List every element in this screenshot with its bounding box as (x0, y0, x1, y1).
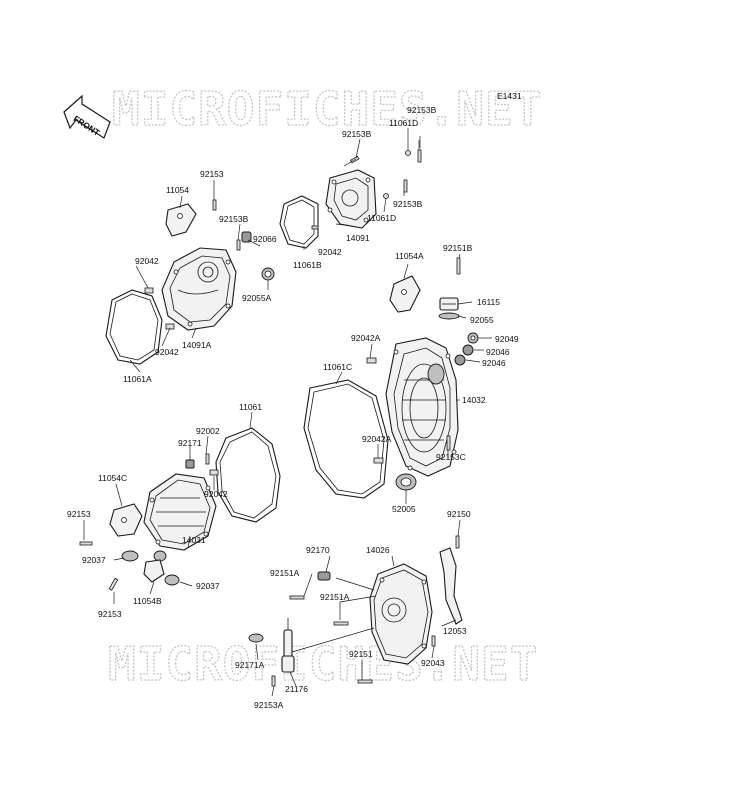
label-11061d-a: 11061D (389, 118, 418, 128)
label-92066: 92066 (253, 234, 277, 244)
label-92046-b: 92046 (482, 358, 506, 368)
label-92151: 92151 (349, 649, 373, 659)
label-21176: 21176 (285, 684, 308, 694)
front-arrow-icon: FRONT (63, 94, 111, 139)
dowels-right (366, 357, 384, 464)
plug-16115 (439, 297, 459, 311)
label-92042-d: 92042 (204, 489, 228, 499)
label-92153-a: 92153 (200, 169, 224, 179)
oring-92055 (438, 312, 460, 320)
label-92042-a: 92042 (318, 247, 342, 257)
label-11054: 11054 (166, 185, 189, 195)
label-92042a-b: 92042A (362, 434, 392, 444)
gasket-11061 (215, 427, 281, 523)
label-11061: 11061 (239, 402, 262, 412)
label-92153b-c: 92153B (219, 214, 249, 224)
label-92153b-a: 92153B (407, 105, 437, 115)
label-92043: 92043 (421, 658, 445, 668)
cover-14032 (385, 337, 459, 477)
gasket-11061a (105, 289, 163, 365)
bracket-11054c (109, 503, 143, 537)
watermark-bottom: MICROFICHES.NET (108, 637, 538, 691)
label-92153b-b: 92153B (342, 129, 372, 139)
switch-21176 (248, 618, 295, 687)
label-14026: 14026 (366, 545, 390, 555)
seal-92055a (261, 267, 275, 281)
dowels-upper-left (144, 287, 175, 330)
gasket-11061b (279, 195, 319, 249)
bolts-top (212, 140, 422, 251)
label-52005: 52005 (392, 504, 416, 514)
label-92153b-d: 92153B (393, 199, 423, 209)
bracket-11054b (143, 559, 165, 583)
label-92037-a: 92037 (82, 555, 106, 565)
ref-code: E1431 (497, 91, 522, 101)
bolt-92151b (456, 257, 461, 275)
label-92170: 92170 (306, 545, 330, 555)
label-92153-c: 92153 (98, 609, 122, 619)
guide-12053 (439, 547, 463, 625)
label-11061a: 11061A (123, 374, 152, 384)
label-92153a: 92153A (254, 700, 284, 710)
cover-14031 (143, 473, 217, 551)
label-92151b: 92151B (443, 243, 473, 253)
label-11054c: 11054C (98, 473, 127, 483)
label-92042-c: 92042 (155, 347, 179, 357)
label-92049: 92049 (495, 334, 519, 344)
label-11061d-b: 11061D (367, 213, 396, 223)
washers-92049-92046 (454, 332, 479, 366)
cover-14091a (161, 247, 237, 331)
seal-52005 (395, 473, 417, 491)
part-labels: 92153B 11061D 92153B 92153 11054 92153B … (67, 105, 519, 710)
bracket-11054a (389, 275, 421, 313)
lower-right-small (289, 535, 460, 684)
label-92042a-a: 92042A (351, 333, 381, 343)
label-11061c: 11061C (323, 362, 352, 372)
label-92002: 92002 (196, 426, 220, 436)
label-92153-b: 92153 (67, 509, 91, 519)
label-16115: 16115 (477, 297, 500, 307)
bolt-92153c (446, 435, 451, 451)
gasket-11061c (303, 379, 389, 499)
label-92151a-a: 92151A (270, 568, 300, 578)
small-parts-left (79, 453, 219, 591)
label-92171: 92171 (178, 438, 202, 448)
label-14091a: 14091A (182, 340, 212, 350)
label-14091: 14091 (346, 233, 370, 243)
label-92055: 92055 (470, 315, 494, 325)
label-14032: 14032 (462, 395, 486, 405)
label-92151a-b: 92151A (320, 592, 350, 602)
grommet-92066 (241, 231, 252, 243)
label-92150: 92150 (447, 509, 471, 519)
label-11061b: 11061B (293, 260, 322, 270)
cover-14091 (325, 169, 377, 229)
label-14031: 14031 (182, 535, 206, 545)
label-92042-b: 92042 (135, 256, 159, 266)
watermark-top: MICROFICHES.NET (112, 82, 542, 136)
leader-lines (83, 128, 492, 697)
bracket-11054 (165, 203, 197, 237)
label-92055a: 92055A (242, 293, 272, 303)
cover-14026 (369, 563, 433, 665)
label-92046-a: 92046 (486, 347, 510, 357)
label-11054b: 11054B (133, 596, 162, 606)
label-11054a: 11054A (395, 251, 424, 261)
label-92153c: 92153C (436, 452, 466, 462)
label-12053: 12053 (443, 626, 467, 636)
label-92171a: 92171A (235, 660, 265, 670)
label-92037-b: 92037 (196, 581, 220, 591)
